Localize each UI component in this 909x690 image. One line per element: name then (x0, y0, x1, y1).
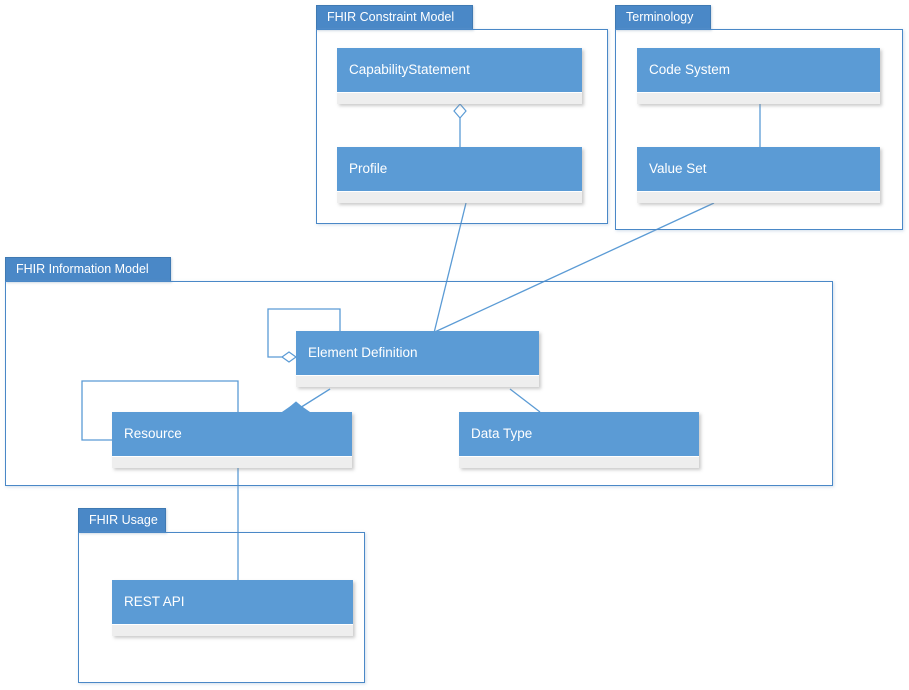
class-data-type[interactable]: Data Type (459, 412, 699, 468)
class-element-definition[interactable]: Element Definition (296, 331, 539, 387)
class-compartment (112, 456, 352, 468)
package-label: Terminology (626, 10, 694, 24)
class-compartment (112, 624, 353, 636)
package-tab-terminology[interactable]: Terminology (615, 5, 711, 30)
class-compartment (296, 375, 539, 387)
class-capability-statement[interactable]: CapabilityStatement (337, 48, 582, 104)
class-compartment (637, 92, 880, 104)
class-code-system[interactable]: Code System (637, 48, 880, 104)
class-compartment (637, 191, 880, 203)
package-tab-fhir-constraint-model[interactable]: FHIR Constraint Model (316, 5, 473, 30)
class-rest-api[interactable]: REST API (112, 580, 353, 636)
class-compartment (337, 191, 582, 203)
package-terminology[interactable]: Terminology (615, 5, 903, 230)
class-title: Data Type (459, 412, 699, 456)
class-profile[interactable]: Profile (337, 147, 582, 203)
class-compartment (459, 456, 699, 468)
package-tab-fhir-information-model[interactable]: FHIR Information Model (5, 257, 171, 282)
package-body-terminology (615, 29, 903, 230)
package-label: FHIR Usage (89, 513, 158, 527)
package-body-fhir-constraint-model (316, 29, 608, 224)
package-label: FHIR Information Model (16, 262, 149, 276)
package-fhir-usage[interactable]: FHIR Usage (78, 508, 365, 683)
package-fhir-information-model[interactable]: FHIR Information Model (5, 257, 833, 486)
class-compartment (337, 92, 582, 104)
class-title: Profile (337, 147, 582, 191)
class-resource[interactable]: Resource (112, 412, 352, 468)
class-title: Code System (637, 48, 880, 92)
class-title: REST API (112, 580, 353, 624)
class-title: CapabilityStatement (337, 48, 582, 92)
package-body-fhir-information-model (5, 281, 833, 486)
class-title: Element Definition (296, 331, 539, 375)
package-body-fhir-usage (78, 532, 365, 683)
package-fhir-constraint-model[interactable]: FHIR Constraint Model (316, 5, 608, 224)
package-tab-fhir-usage[interactable]: FHIR Usage (78, 508, 166, 533)
class-value-set[interactable]: Value Set (637, 147, 880, 203)
class-title: Resource (112, 412, 352, 456)
package-label: FHIR Constraint Model (327, 10, 455, 24)
class-title: Value Set (637, 147, 880, 191)
